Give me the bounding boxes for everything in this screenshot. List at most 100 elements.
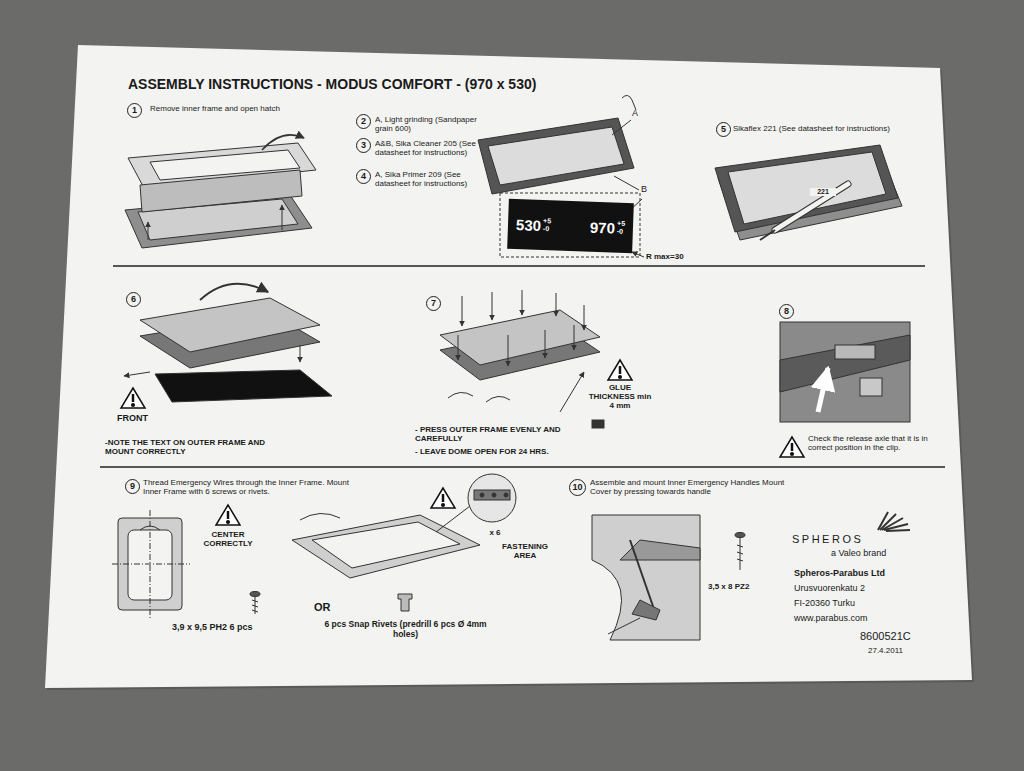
area-label: FASTENING AREA [492, 542, 558, 560]
inner-frame-illustration [312, 522, 460, 568]
hatch-illustration [262, 135, 304, 150]
step-number: 1 [132, 106, 137, 115]
document-date: 27.4.2011 [868, 646, 938, 655]
press-illustration [492, 292, 493, 320]
step-number: 7 [431, 299, 436, 308]
inner-frame-illustration [140, 526, 160, 530]
press-illustration [440, 310, 600, 365]
step-number-circle: 10 [569, 479, 586, 496]
press-illustration [458, 335, 459, 360]
lid-illustration [140, 298, 320, 352]
inner-frame-illustration [292, 515, 480, 578]
inner-frame-illustration [112, 564, 190, 565]
inner-frame-illustration [112, 474, 516, 618]
step-instruction: Thread Emergency Wires through the Inner… [143, 478, 358, 496]
inner-frame-illustration [480, 493, 484, 497]
step-instruction: Sikaflex 221 (See datasheet for instruct… [733, 124, 938, 133]
dimension-group: 530+5-0 [516, 216, 552, 234]
step-instruction: A, Sika Primer 209 (See datasheet for in… [375, 170, 487, 188]
handle-illustration [592, 515, 745, 640]
hatch-illustration [282, 205, 283, 230]
paper-sheet [45, 45, 972, 688]
hatch-illustration [148, 222, 149, 240]
step-number: 8 [784, 307, 789, 316]
step-number-circle: 7 [426, 296, 441, 311]
warning-symbol [121, 388, 145, 408]
press-illustration [545, 330, 546, 358]
step-number-circle: 9 [125, 479, 140, 494]
dimension-tolerance: +5 [543, 217, 551, 225]
frame-illustration [478, 95, 644, 257]
handle-illustration [737, 545, 743, 561]
inner-frame-illustration [398, 594, 412, 611]
frame-illustration [622, 95, 636, 110]
company-address: FI-20360 Turku [794, 598, 934, 608]
warning-symbol [431, 488, 455, 508]
sealant-illustration [760, 230, 775, 240]
lid-illustration [124, 284, 332, 402]
rivet-spec: 6 pcs Snap Rivets (predrill 6 pcs Ø 4mm … [323, 620, 488, 640]
lid-illustration [155, 370, 332, 402]
warning-symbol [216, 505, 240, 525]
release-axle-photo [780, 322, 910, 422]
frame-illustration [614, 176, 639, 190]
section-divider [100, 466, 945, 467]
step-number: 5 [721, 125, 726, 134]
press-illustration [592, 420, 604, 428]
warning-symbol [132, 404, 135, 407]
press-illustration [522, 290, 523, 315]
frame-illustration [632, 252, 644, 257]
press-illustration [584, 305, 585, 330]
surface-letter: A [632, 108, 644, 118]
dimension-tolerance: -0 [543, 225, 551, 233]
step-instruction: Assemble and mount Inner Emergency Handl… [590, 478, 790, 496]
corner-radius: R max=30 [646, 252, 706, 261]
step-number-circle: 3 [356, 138, 371, 153]
press-illustration [462, 296, 463, 326]
warning-symbol [227, 511, 230, 519]
inner-frame-illustration [468, 474, 516, 522]
company-website: www.parabus.com [794, 613, 934, 623]
sealant-illustration [775, 184, 848, 230]
inner-frame-illustration [474, 490, 510, 500]
tube-label: 221 [810, 188, 836, 196]
paper-sheet [45, 45, 974, 690]
step-number: 9 [130, 482, 135, 491]
release-axle-photo [835, 345, 875, 359]
frame-illustration [488, 127, 624, 185]
hatch-illustration [140, 170, 302, 212]
company-name: Spheros-Parabus Ltd [794, 568, 934, 578]
sealant-illustration [715, 145, 902, 240]
inner-frame-illustration [300, 513, 340, 520]
inner-frame-illustration [252, 600, 258, 612]
lid-illustration [200, 284, 268, 300]
inner-frame-illustration [250, 592, 260, 597]
sealant-illustration [715, 145, 898, 232]
lid-illustration [300, 345, 301, 362]
inner-frame-illustration [492, 493, 496, 497]
dimension-tolerance: -0 [617, 228, 625, 236]
frame-illustration [500, 193, 640, 257]
tolerance-stack: +5-0 [617, 220, 626, 236]
warning-note: - PRESS OUTER FRAME EVENLY AND CAREFULLY [415, 425, 605, 443]
warning-symbol [442, 504, 445, 507]
release-axle-photo [818, 368, 828, 412]
warning-symbol [619, 376, 622, 379]
warning-symbol [619, 366, 622, 374]
step-number-circle: 6 [126, 292, 141, 307]
step-number-circle: 2 [356, 114, 371, 129]
warning-note: CENTER CORRECTLY [198, 530, 258, 548]
warning-symbol [608, 360, 632, 380]
surface-letter: B [641, 184, 653, 194]
release-axle-photo [860, 378, 882, 396]
release-axle-photo [780, 335, 910, 392]
handle-illustration [735, 533, 745, 538]
step-number: 10 [572, 483, 582, 492]
step-instruction: A&B, Sika Cleaner 205 (See datasheet for… [375, 139, 487, 157]
section-divider [100, 266, 945, 467]
step-number: 4 [361, 172, 366, 181]
warning-symbol [132, 394, 135, 402]
document-number: 8600521C [860, 630, 950, 643]
sheet-title: ASSEMBLY INSTRUCTIONS - MODUS COMFORT - … [128, 76, 536, 92]
warning-symbol [780, 437, 804, 457]
